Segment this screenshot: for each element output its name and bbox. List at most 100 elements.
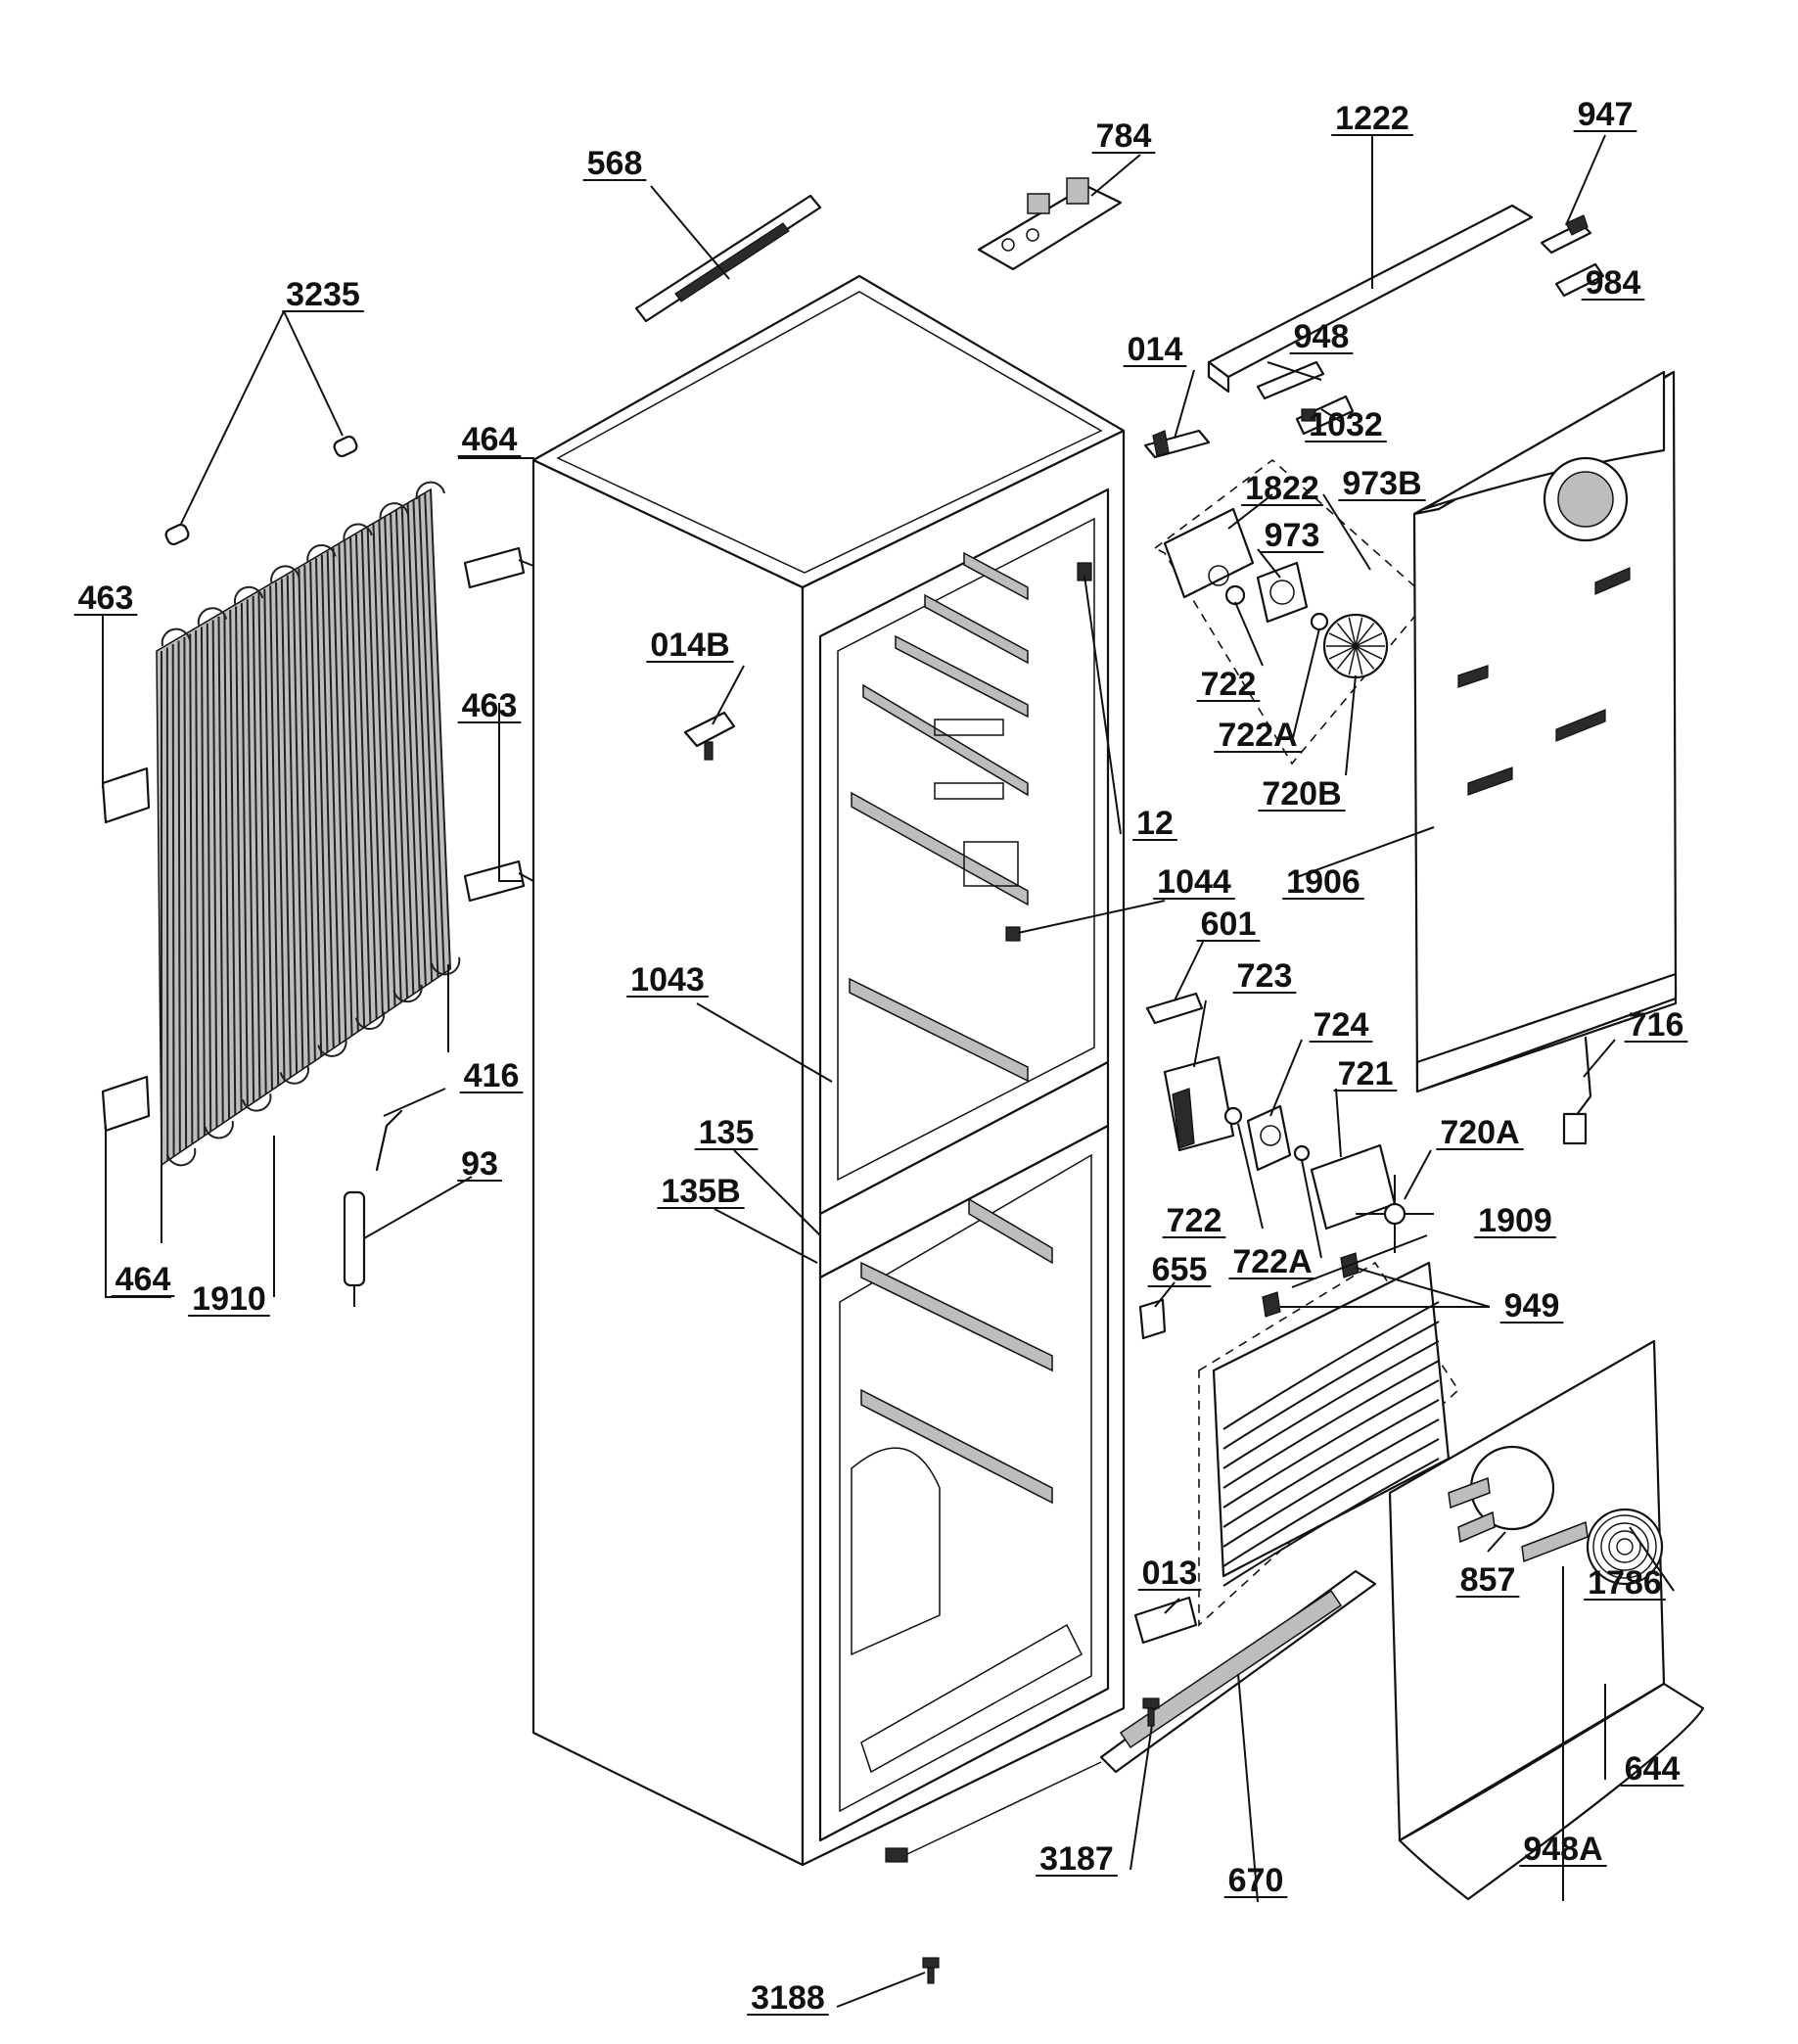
callout-464: 464 xyxy=(457,421,522,458)
callout-text: 722A xyxy=(1218,717,1297,754)
callout-text: 784 xyxy=(1096,117,1152,155)
fan-grille-1786 xyxy=(1586,1508,1664,1586)
callout-text: 463 xyxy=(462,687,518,724)
callout-568: 568 xyxy=(582,145,647,182)
callout-text: 1044 xyxy=(1157,863,1231,901)
leader-lines xyxy=(102,134,1675,2008)
callout-720B: 720B xyxy=(1258,775,1346,813)
callout-text: 1032 xyxy=(1309,406,1383,443)
callout-014: 014 xyxy=(1123,331,1187,368)
callout-text: 984 xyxy=(1586,264,1641,302)
callout-723: 723 xyxy=(1232,957,1297,995)
callout-3188: 3188 xyxy=(747,1979,829,2017)
upper-shelves xyxy=(849,551,1029,1083)
clip-1032 xyxy=(1295,395,1355,436)
callout-text: 973B xyxy=(1342,465,1421,502)
part-948 xyxy=(1256,360,1325,400)
callout-text: 464 xyxy=(462,421,518,458)
motor-973 xyxy=(1256,561,1309,624)
motor-724 xyxy=(1246,1104,1292,1172)
callout-text: 1906 xyxy=(1286,863,1360,901)
callout-text: 014B xyxy=(650,627,729,664)
callout-984: 984 xyxy=(1581,264,1645,302)
callout-014B: 014B xyxy=(646,627,734,664)
evaporator-1909 xyxy=(1212,1261,1451,1587)
callout-1906: 1906 xyxy=(1282,863,1364,901)
callout-948A: 948A xyxy=(1519,1831,1607,1868)
callout-464: 464 xyxy=(111,1261,175,1298)
callout-722: 722 xyxy=(1196,666,1261,703)
caps-3235 xyxy=(164,435,358,546)
callout-013: 013 xyxy=(1137,1555,1202,1592)
top-rail-1222 xyxy=(1207,204,1534,394)
callout-1043: 1043 xyxy=(626,961,709,999)
callout-784: 784 xyxy=(1091,117,1156,155)
callout-text: 716 xyxy=(1629,1006,1684,1044)
callout-716: 716 xyxy=(1624,1006,1688,1044)
callout-724: 724 xyxy=(1309,1006,1373,1044)
callout-text: 1043 xyxy=(630,961,705,999)
washer-722A xyxy=(1310,612,1329,631)
fan-housing-1822 xyxy=(1163,507,1255,599)
callout-text: 722 xyxy=(1201,666,1257,703)
callout-12: 12 xyxy=(1132,805,1177,842)
callout-93: 93 xyxy=(457,1145,502,1183)
callout-135B: 135B xyxy=(657,1173,745,1210)
callout-973B: 973B xyxy=(1338,465,1426,502)
callout-1909: 1909 xyxy=(1474,1202,1556,1239)
callout-644: 644 xyxy=(1620,1750,1684,1788)
callout-722A: 722A xyxy=(1228,1243,1316,1280)
callout-721: 721 xyxy=(1333,1055,1398,1092)
callout-722: 722 xyxy=(1162,1202,1226,1239)
callout-text: 93 xyxy=(461,1145,498,1183)
fan-housing-723 xyxy=(1163,1055,1235,1152)
callout-670: 670 xyxy=(1223,1862,1288,1899)
callout-text: 464 xyxy=(115,1261,171,1298)
callout-3187: 3187 xyxy=(1036,1840,1118,1878)
callout-text: 973 xyxy=(1265,517,1320,554)
callout-text: 1222 xyxy=(1335,100,1409,137)
callout-text: 568 xyxy=(587,145,643,182)
washer-722A-lower xyxy=(1293,1144,1311,1162)
callout-947: 947 xyxy=(1573,96,1637,133)
callout-text: 949 xyxy=(1504,1287,1560,1324)
callout-601: 601 xyxy=(1196,906,1261,943)
callout-text: 948 xyxy=(1294,318,1350,355)
callout-text: 135B xyxy=(661,1173,740,1210)
callout-text: 1910 xyxy=(192,1280,266,1318)
callout-text: 1786 xyxy=(1588,1564,1662,1602)
callout-text: 601 xyxy=(1201,906,1257,943)
evaporator-cover-1906 xyxy=(1412,370,1678,1093)
fan-blade-720B xyxy=(1322,613,1389,679)
condenser-1910 xyxy=(156,481,461,1243)
drain-tray-670 xyxy=(1099,1569,1377,1774)
callout-1044: 1044 xyxy=(1153,863,1235,901)
callout-949: 949 xyxy=(1499,1287,1564,1324)
callout-text: 644 xyxy=(1625,1750,1681,1788)
washer-722-lower xyxy=(1223,1106,1243,1126)
callout-text: 014 xyxy=(1128,331,1183,368)
cabinet-lamp-holder xyxy=(1005,926,1021,942)
filter-drier-93 xyxy=(343,1109,403,1307)
callout-text: 722 xyxy=(1167,1202,1222,1239)
callout-text: 724 xyxy=(1314,1006,1369,1044)
screw-3188 xyxy=(922,1957,940,1984)
hinge-cover-568 xyxy=(634,194,822,323)
clip-601 xyxy=(1145,992,1204,1025)
callout-1222: 1222 xyxy=(1331,100,1413,137)
callout-text: 655 xyxy=(1152,1251,1208,1288)
motor-bracket-721 xyxy=(1310,1143,1397,1231)
callout-text: 463 xyxy=(78,580,134,617)
washer-722 xyxy=(1224,584,1246,606)
callout-text: 722A xyxy=(1232,1243,1312,1280)
callout-text: 857 xyxy=(1460,1561,1516,1599)
clip-014 xyxy=(1143,429,1211,459)
callout-463: 463 xyxy=(457,687,522,724)
callout-1786: 1786 xyxy=(1584,1564,1666,1602)
callout-416: 416 xyxy=(459,1057,524,1094)
part-655 xyxy=(1138,1298,1167,1340)
callout-948: 948 xyxy=(1289,318,1354,355)
callout-text: 723 xyxy=(1237,957,1293,995)
